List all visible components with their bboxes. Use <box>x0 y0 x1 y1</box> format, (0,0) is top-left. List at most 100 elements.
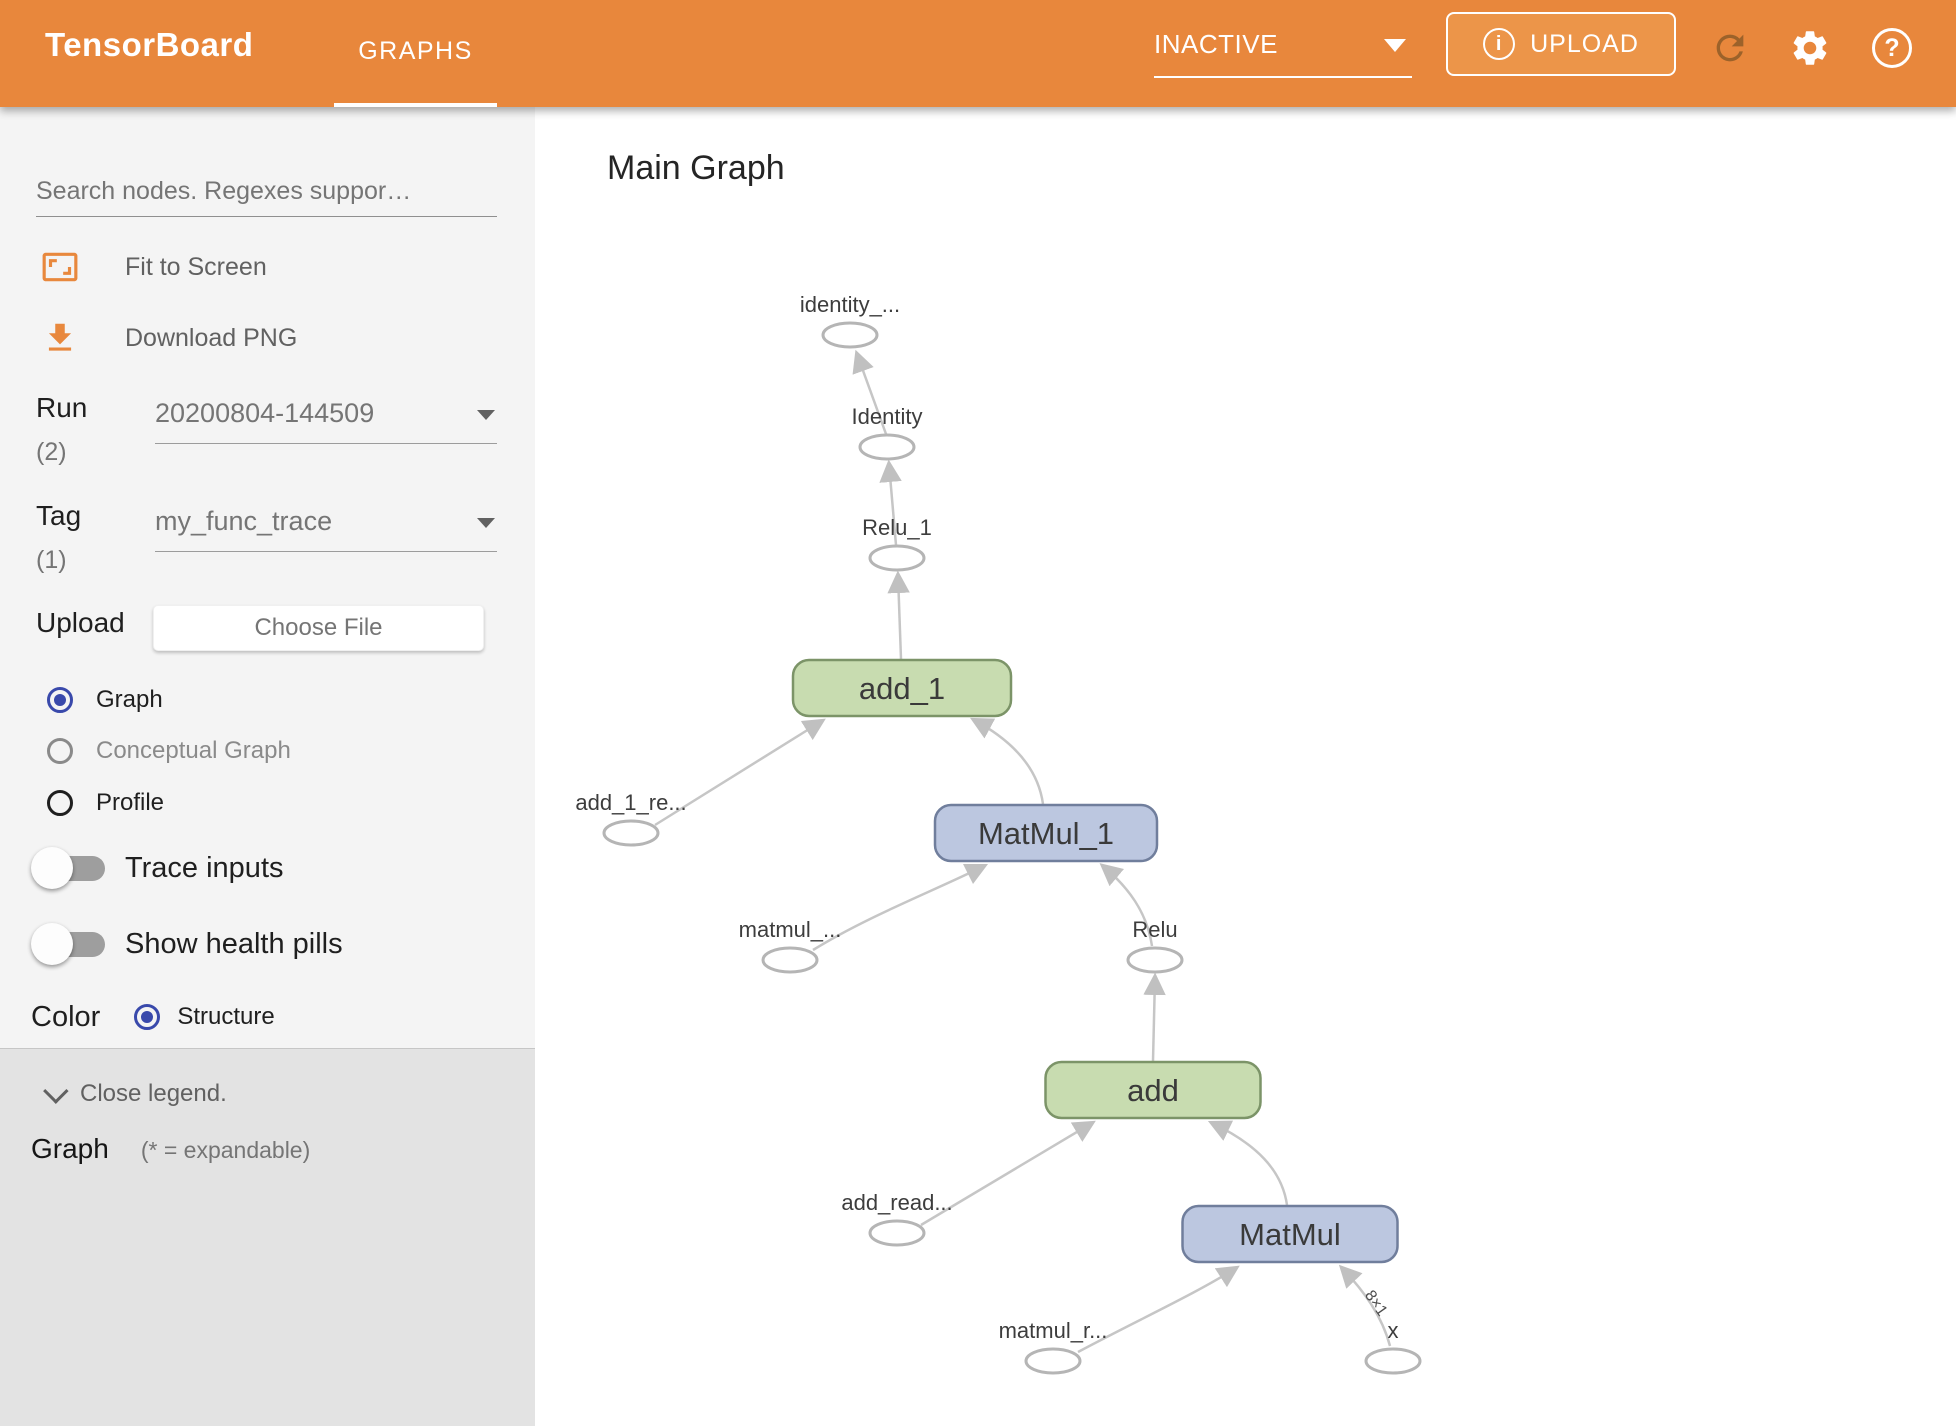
radio-conceptual-graph-label: Conceptual Graph <box>96 737 291 764</box>
edge-matmul_r-to-MatMul <box>1077 1265 1240 1354</box>
graph-node-MatMul[interactable]: MatMul <box>1181 1204 1399 1264</box>
download-png-button[interactable]: Download PNG <box>41 319 297 357</box>
svg-text:Identity: Identity <box>852 404 923 429</box>
graph-node-matmul_read[interactable]: matmul_... <box>739 917 842 974</box>
fit-to-screen-icon <box>42 252 78 282</box>
edge-add-to-Relu <box>1143 972 1166 1062</box>
legend-note: (* = expandable) <box>140 1137 311 1163</box>
edge-x-to-MatMul <box>1338 1264 1392 1347</box>
run-select[interactable]: 20200804-144509 <box>155 398 497 444</box>
legend-title-row: Graph (* = expandable) <box>31 1133 310 1165</box>
radio-unselected-icon <box>47 790 73 816</box>
search-input[interactable] <box>36 167 497 217</box>
edge-add_1_re-to-add_1 <box>654 718 826 827</box>
radio-conceptual-graph[interactable]: Conceptual Graph <box>47 734 291 768</box>
edge-matmul_read-to-MatMul_1 <box>812 863 989 952</box>
edge-MatMul-to-add <box>1207 1120 1289 1206</box>
graph-node-MatMul_1[interactable]: MatMul_1 <box>933 803 1159 863</box>
upload-button[interactable]: i UPLOAD <box>1446 12 1676 76</box>
radio-selected-icon[interactable] <box>134 1004 161 1030</box>
radio-graph-label: Graph <box>96 686 163 713</box>
status-dropdown-value: INACTIVE <box>1154 29 1278 59</box>
graph-node-Identity[interactable]: Identity <box>852 404 923 461</box>
svg-text:add_read...: add_read... <box>841 1190 952 1215</box>
graph-node-add_1_re[interactable]: add_1_re... <box>575 790 687 847</box>
graph-node-add_read[interactable]: add_read... <box>841 1190 953 1247</box>
svg-text:add: add <box>1127 1073 1179 1108</box>
download-png-label: Download PNG <box>125 323 298 352</box>
graph-node-identity_out[interactable]: identity_... <box>800 292 900 349</box>
edge-add_read-to-add <box>920 1120 1096 1227</box>
trace-inputs-toggle-row[interactable]: Trace inputs <box>31 846 284 890</box>
download-icon <box>48 323 72 351</box>
svg-text:MatMul_1: MatMul_1 <box>978 816 1114 851</box>
tag-count: (1) <box>36 546 67 574</box>
run-label: Run <box>36 392 88 423</box>
status-dropdown[interactable]: INACTIVE <box>1154 29 1412 78</box>
radio-profile[interactable]: Profile <box>47 786 164 820</box>
tag-select[interactable]: my_func_trace <box>155 506 497 552</box>
legend-title: Graph <box>31 1133 109 1164</box>
run-count: (2) <box>36 438 67 466</box>
toggle-off-icon[interactable] <box>31 922 119 966</box>
choose-file-button[interactable]: Choose File <box>153 605 484 651</box>
sidebar: Fit to Screen Download PNG Run (2) 20200… <box>0 107 535 1426</box>
svg-text:matmul_...: matmul_... <box>739 917 842 942</box>
edge-Relu-to-MatMul_1 <box>1099 863 1154 947</box>
close-legend-button[interactable]: Close legend. <box>43 1078 227 1108</box>
trace-inputs-label: Trace inputs <box>125 851 284 884</box>
graph-node-x[interactable]: x <box>1364 1318 1422 1375</box>
chevron-down-icon <box>477 410 495 420</box>
refresh-icon[interactable] <box>1708 26 1752 70</box>
upload-button-label: UPLOAD <box>1530 29 1639 58</box>
radio-unselected-icon <box>47 738 73 764</box>
tag-select-value: my_func_trace <box>155 506 333 536</box>
legend-panel: Close legend. Graph (* = expandable) Nam… <box>0 1048 535 1426</box>
help-icon[interactable]: ? <box>1872 28 1912 68</box>
radio-selected-icon <box>47 687 73 713</box>
svg-text:MatMul: MatMul <box>1239 1217 1341 1252</box>
edge-Relu_1-to-Identity <box>879 459 902 546</box>
svg-text:identity_...: identity_... <box>800 292 900 317</box>
graph-node-add_1[interactable]: add_1 <box>791 658 1013 718</box>
svg-text:Relu: Relu <box>1132 917 1177 942</box>
radio-profile-label: Profile <box>96 789 165 816</box>
edge-shape-label: 8×1 <box>1361 1287 1391 1319</box>
graph-node-matmul_r[interactable]: matmul_r... <box>999 1318 1108 1375</box>
color-label: Color <box>31 1000 101 1033</box>
run-select-value: 20200804-144509 <box>155 398 375 428</box>
main-graph-title: Main Graph <box>607 149 785 187</box>
graph-node-Relu[interactable]: Relu <box>1126 917 1184 974</box>
edge-Identity-to-identity_out <box>852 349 888 435</box>
close-legend-label: Close legend. <box>80 1080 227 1107</box>
tab-graphs[interactable]: GRAPHS <box>334 0 497 107</box>
svg-text:Relu_1: Relu_1 <box>862 515 932 540</box>
chevron-down-icon <box>43 1078 69 1104</box>
app-header: TensorBoard GRAPHS INACTIVE i UPLOAD ? <box>0 0 1956 107</box>
settings-gear-icon[interactable] <box>1788 26 1832 70</box>
svg-text:add_1_re...: add_1_re... <box>575 790 686 815</box>
chevron-down-icon <box>1384 39 1406 52</box>
graph-node-add[interactable]: add <box>1044 1060 1262 1120</box>
edge-MatMul_1-to-add_1 <box>970 717 1045 805</box>
show-health-pills-label: Show health pills <box>125 927 343 960</box>
fit-to-screen-button[interactable]: Fit to Screen <box>41 248 267 286</box>
app-title: TensorBoard <box>45 26 254 63</box>
svg-text:add_1: add_1 <box>859 671 945 706</box>
graph-node-Relu_1[interactable]: Relu_1 <box>862 515 932 572</box>
svg-text:x: x <box>1388 1318 1399 1343</box>
radio-graph[interactable]: Graph <box>47 683 163 717</box>
chevron-down-icon <box>477 518 495 528</box>
upload-label: Upload <box>36 607 125 638</box>
toggle-off-icon[interactable] <box>31 846 119 890</box>
color-by-row: Color Structure <box>31 1000 275 1034</box>
fit-to-screen-label: Fit to Screen <box>125 252 267 281</box>
edge-add_1-to-Relu_1 <box>887 570 910 660</box>
svg-text:matmul_r...: matmul_r... <box>999 1318 1108 1343</box>
info-icon: i <box>1483 28 1516 60</box>
show-health-pills-toggle-row[interactable]: Show health pills <box>31 922 343 966</box>
color-structure-label: Structure <box>177 1003 275 1030</box>
